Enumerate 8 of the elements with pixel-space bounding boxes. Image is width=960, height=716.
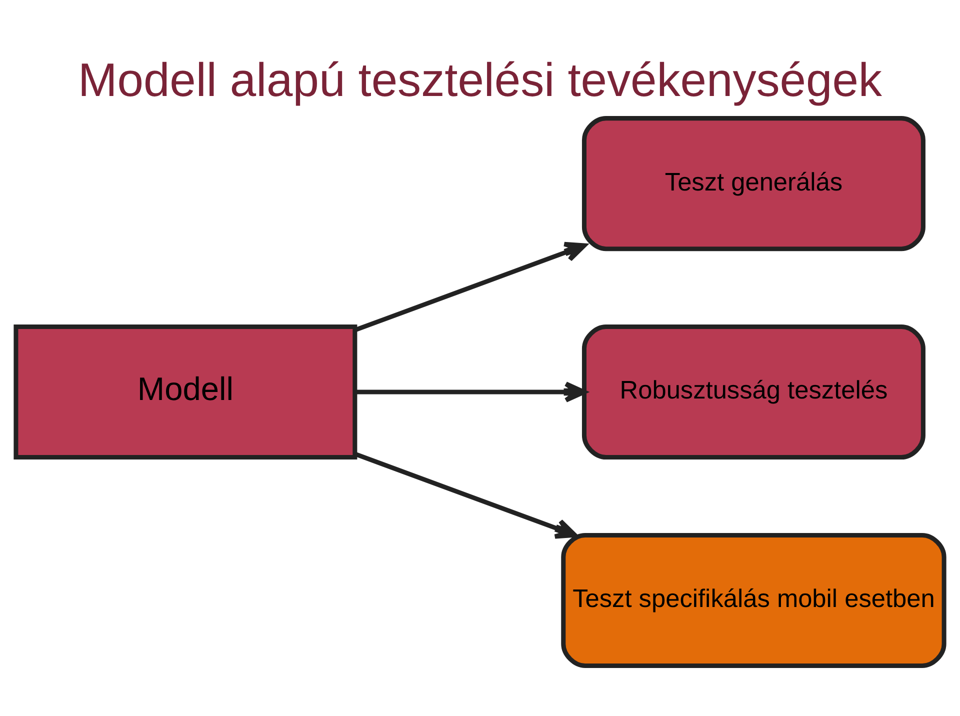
node-box: Modell (14, 324, 358, 460)
node-box: Teszt generálás (582, 116, 926, 251)
arrow (354, 241, 586, 332)
node-box: Robusztusság tesztelés (582, 324, 926, 460)
diagram-title: Modell alapú tesztelési tevékenységek (78, 52, 882, 106)
node-box: Teszt specifikálás mobil esetben (561, 532, 946, 668)
arrow (354, 451, 578, 538)
arrow (355, 381, 586, 402)
